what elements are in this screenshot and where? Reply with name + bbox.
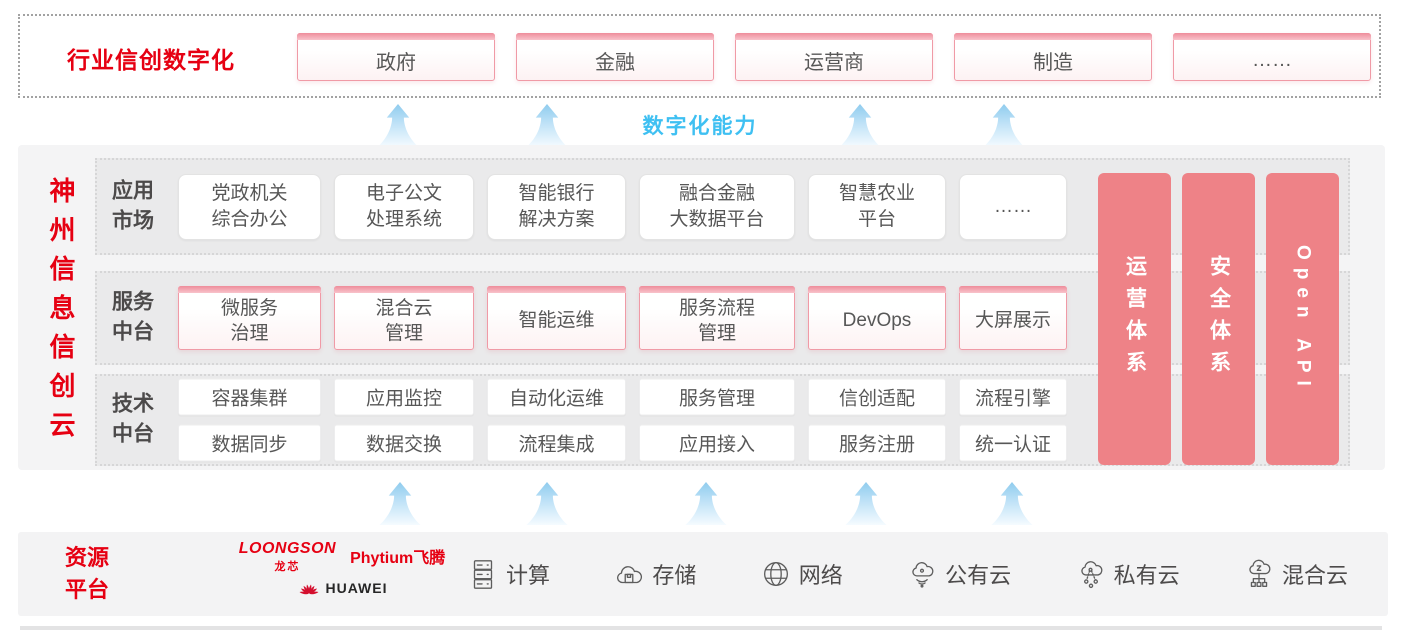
service-box: 微服务 治理 — [178, 286, 321, 350]
up-arrow-icon — [375, 103, 421, 148]
app-market-items: 党政机关 综合办公 电子公文 处理系统 智能银行 解决方案 融合金融 大数据平台… — [178, 160, 1067, 253]
resource-item-label: 存储 — [652, 563, 697, 588]
resource-item-label: 公有云 — [945, 563, 1012, 588]
up-arrow-icon — [524, 103, 570, 148]
network-icon — [759, 557, 793, 591]
hybrid-cloud-icon — [1242, 557, 1276, 591]
industry-box-telecom: 运营商 — [735, 33, 933, 81]
phytium-logo: Phytium飞腾 — [350, 550, 446, 567]
app-box: 智能银行 解决方案 — [487, 173, 626, 240]
digital-capability-label: 数字化能力 — [642, 115, 758, 138]
tech-box: 服务注册 — [808, 424, 946, 462]
up-arrow-icon — [524, 481, 570, 526]
huawei-logo: HUAWEI — [206, 578, 478, 597]
tech-box: 统一认证 — [959, 424, 1067, 462]
app-box: 党政机关 综合办公 — [178, 173, 321, 240]
tech-box: 信创适配 — [808, 378, 946, 416]
industry-digitalization-title: 行业信创数字化 — [67, 47, 235, 73]
tech-box: 自动化运维 — [487, 378, 626, 416]
resource-item-label: 计算 — [506, 563, 551, 588]
huawei-wordmark: HUAWEI — [325, 579, 388, 596]
platform-title: 神州信息信创云 — [46, 177, 76, 450]
tech-row-1: 容器集群 应用监控 自动化运维 服务管理 信创适配 流程引擎 — [178, 378, 1067, 416]
pillar-label: 安全体系 — [1207, 255, 1231, 383]
tech-box: 容器集群 — [178, 378, 321, 416]
resource-item-label: 网络 — [798, 563, 843, 588]
cloud-platform-panel: 神州信息信创云 应用 市场 党政机关 综合办公 电子公文 处理系统 智能银行 解… — [18, 145, 1385, 470]
pillar-open-api: Open API — [1266, 173, 1339, 465]
pillar-label: 运营体系 — [1123, 255, 1147, 383]
tech-box: 应用接入 — [639, 424, 795, 462]
up-arrow-icon — [377, 481, 423, 526]
resource-items: 计算 存储 — [466, 532, 1348, 616]
service-box: 混合云 管理 — [334, 286, 474, 350]
tech-box: 服务管理 — [639, 378, 795, 416]
app-market-label: 应用 市场 — [112, 179, 154, 233]
resource-item-hybrid-cloud: 混合云 — [1242, 557, 1348, 591]
resource-item-label: 混合云 — [1281, 563, 1348, 588]
resource-item-public-cloud: 公有云 — [905, 557, 1011, 591]
industry-digitalization-panel: 行业信创数字化 政府 金融 运营商 制造 …… — [18, 14, 1381, 98]
service-platform-items: 微服务 治理 混合云 管理 智能运维 服务流程 管理 DevOps 大屏展示 — [178, 273, 1067, 363]
industry-box-more: …… — [1173, 33, 1371, 81]
service-box: 服务流程 管理 — [639, 286, 795, 350]
loongson-wordmark: LOONGSON — [238, 540, 337, 557]
resource-item-label: 私有云 — [1113, 563, 1180, 588]
up-arrow-icon — [843, 481, 889, 526]
pillar-label: Open API — [1292, 244, 1314, 394]
tech-box: 流程集成 — [487, 424, 626, 462]
loongson-cn-label: 龙芯 — [274, 561, 301, 573]
tech-platform-items: 容器集群 应用监控 自动化运维 服务管理 信创适配 流程引擎 数据同步 数据交换… — [178, 378, 1067, 462]
tech-platform-label: 技术 中台 — [112, 392, 154, 446]
service-box: DevOps — [808, 286, 946, 350]
app-box: 电子公文 处理系统 — [334, 173, 474, 240]
industry-box-manufacturing: 制造 — [954, 33, 1152, 81]
resource-item-storage: 存储 — [612, 557, 696, 591]
tech-box: 数据同步 — [178, 424, 321, 462]
compute-icon — [466, 557, 500, 591]
resource-platform-panel: 资源 平台 LOONGSON 龙芯 Phytium飞腾 — [18, 532, 1388, 616]
resource-platform-label: 资源 平台 — [65, 545, 110, 602]
service-platform-label: 服务 中台 — [112, 290, 154, 344]
resource-item-network: 网络 — [759, 557, 843, 591]
tech-box: 数据交换 — [334, 424, 474, 462]
pillar-operation-system: 运营体系 — [1098, 173, 1171, 465]
resource-item-private-cloud: 私有云 — [1074, 557, 1180, 591]
up-arrow-icon — [837, 103, 883, 148]
tech-box: 应用监控 — [334, 378, 474, 416]
service-box: 大屏展示 — [959, 286, 1067, 350]
app-box: 智慧农业 平台 — [808, 173, 946, 240]
industry-box-government: 政府 — [297, 33, 495, 81]
pillar-security-system: 安全体系 — [1182, 173, 1255, 465]
bottom-divider — [20, 626, 1382, 630]
storage-icon — [612, 557, 646, 591]
app-box: 融合金融 大数据平台 — [639, 173, 795, 240]
resource-item-compute: 计算 — [466, 557, 550, 591]
app-box-more: …… — [959, 173, 1067, 240]
public-cloud-icon — [905, 557, 939, 591]
service-box: 智能运维 — [487, 286, 626, 350]
loongson-logo: LOONGSON 龙芯 — [239, 541, 336, 574]
vendor-logos: LOONGSON 龙芯 Phytium飞腾 — [206, 541, 478, 597]
industry-list: 政府 金融 运营商 制造 …… — [297, 33, 1371, 81]
huawei-flower-icon — [299, 584, 318, 595]
industry-box-finance: 金融 — [516, 33, 714, 81]
private-cloud-icon — [1074, 557, 1108, 591]
tech-box: 流程引擎 — [959, 378, 1067, 416]
tech-row-2: 数据同步 数据交换 流程集成 应用接入 服务注册 统一认证 — [178, 424, 1067, 462]
up-arrow-icon — [981, 103, 1027, 148]
up-arrow-icon — [989, 481, 1035, 526]
up-arrow-icon — [683, 481, 729, 526]
